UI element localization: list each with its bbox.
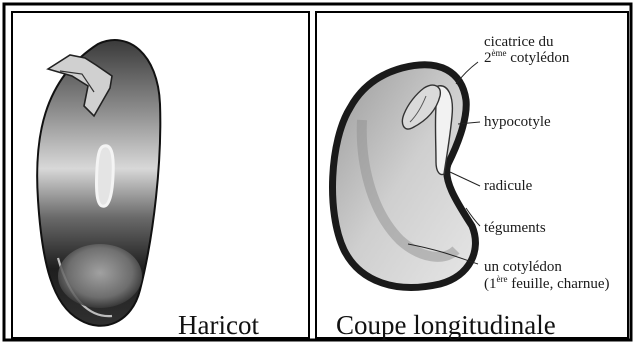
label-cotyledon-line1: un cotylédon — [484, 259, 562, 275]
label-cotyledon-pre: (1 — [484, 276, 497, 292]
caption-haricot: Haricot — [178, 310, 259, 340]
caption-coupe-longitudinale: Coupe longitudinale — [336, 310, 556, 340]
label-cotyledon-text: feuille, charnue) — [508, 276, 610, 292]
hilum-spot — [58, 244, 142, 308]
hilum-scar — [97, 146, 114, 206]
label-hypocotyl: hypocotyle — [484, 114, 551, 130]
label-cotyledon-sup: ère — [497, 274, 508, 284]
label-tegument: téguments — [484, 220, 546, 236]
label-scar-sup: ème — [492, 48, 507, 58]
label-scar-text: cotylédon — [507, 50, 570, 66]
label-scar-num: 2 — [484, 50, 492, 66]
label-radicle: radicule — [484, 178, 533, 194]
